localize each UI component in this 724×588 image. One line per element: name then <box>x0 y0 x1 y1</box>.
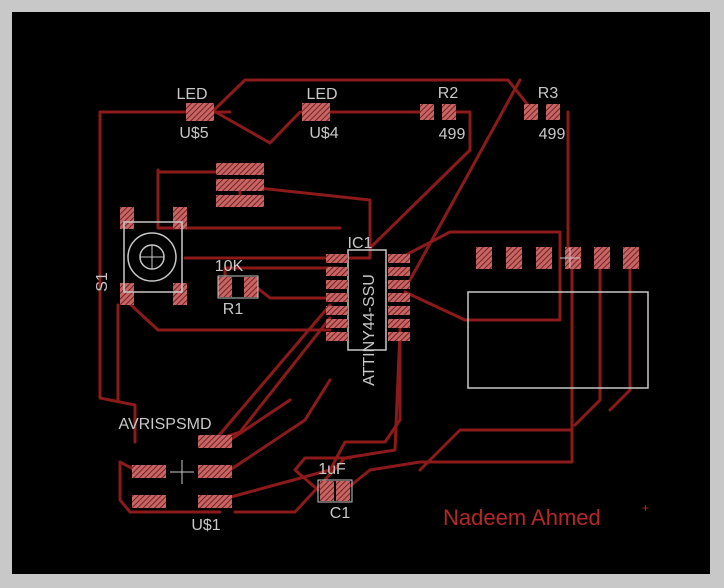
pad <box>594 247 610 269</box>
pad <box>198 495 232 508</box>
pad <box>316 103 330 121</box>
pad <box>476 247 492 269</box>
pad <box>388 267 410 276</box>
pad <box>326 319 348 328</box>
trace <box>213 303 332 442</box>
pad <box>218 277 232 297</box>
cap-ref: C1 <box>330 505 351 522</box>
pad <box>506 247 522 269</box>
switch-body <box>123 221 183 293</box>
r1-value: 10K <box>215 258 244 275</box>
ic-value: ATTINY44-SSU <box>361 274 378 386</box>
pad <box>216 163 264 175</box>
pad <box>420 104 434 120</box>
pad <box>302 103 316 121</box>
led-u5-name: LED <box>176 86 207 103</box>
trace <box>573 256 602 427</box>
trace <box>98 110 137 444</box>
pad <box>442 104 456 120</box>
trace <box>293 456 352 492</box>
pad <box>388 332 410 341</box>
trace <box>403 238 562 322</box>
switch-s1: S1 <box>94 207 187 305</box>
avrisp-name: AVRISPSMD <box>118 416 211 433</box>
pad <box>546 104 560 120</box>
pad <box>326 280 348 289</box>
trace <box>343 256 574 492</box>
trace <box>218 318 402 502</box>
pad <box>524 104 538 120</box>
pad-block <box>216 163 264 207</box>
pad <box>200 103 214 121</box>
pad <box>132 495 166 508</box>
pad <box>388 254 410 263</box>
pad <box>536 247 552 269</box>
trace <box>418 428 574 472</box>
led-u5-ref: U$5 <box>179 125 208 142</box>
pad <box>326 332 348 341</box>
trace <box>210 78 534 114</box>
pad <box>132 465 166 478</box>
resistor-r2: R2 499 <box>420 85 465 143</box>
pad <box>198 465 232 478</box>
pad <box>326 293 348 302</box>
ic-ic1: IC1 ATTINY44-SSU <box>326 235 410 386</box>
trace <box>118 460 222 514</box>
ic-ref: IC1 <box>348 235 373 252</box>
pad <box>623 247 639 269</box>
pad <box>120 207 134 229</box>
pad <box>198 435 232 448</box>
pad <box>216 179 264 191</box>
pad <box>336 481 350 501</box>
signature-text: Nadeem Ahmed <box>443 505 601 530</box>
pad <box>388 319 410 328</box>
r2-ref: R2 <box>438 85 459 102</box>
led-u5: LED U$5 <box>176 86 214 142</box>
pad <box>173 207 187 229</box>
ic-left-pads <box>326 254 348 341</box>
pad <box>320 481 334 501</box>
header-outline <box>467 291 649 389</box>
trace <box>238 184 372 260</box>
switch-knob-outer <box>127 232 177 282</box>
r2-value: 499 <box>439 126 466 143</box>
switch-ref: S1 <box>94 272 111 292</box>
pad <box>388 306 410 315</box>
pad <box>326 254 348 263</box>
r3-value: 499 <box>539 126 566 143</box>
r3-ref: R3 <box>538 85 559 102</box>
pad <box>173 283 187 305</box>
ic-right-pads <box>388 254 410 341</box>
pad <box>186 103 200 121</box>
resistor-r1: 10K R1 <box>215 258 259 318</box>
trace <box>228 378 332 472</box>
led-u4-name: LED <box>306 86 337 103</box>
trace <box>228 398 292 442</box>
cap-value: 1uF <box>318 461 346 478</box>
pad <box>244 277 258 297</box>
resistor-r3: R3 499 <box>524 85 565 143</box>
signature-origin-mark: + <box>642 501 649 515</box>
trace <box>253 284 332 300</box>
trace <box>408 78 522 282</box>
avrisp-header-u1: AVRISPSMD U$1 <box>118 416 232 534</box>
pad <box>326 306 348 315</box>
led-u4: LED U$4 <box>302 86 339 142</box>
pad <box>120 283 134 305</box>
trace <box>608 256 632 412</box>
pad <box>326 267 348 276</box>
avrisp-ref: U$1 <box>191 517 220 534</box>
r1-ref: R1 <box>223 301 244 318</box>
trace <box>156 168 342 230</box>
pad <box>216 195 264 207</box>
trace <box>368 110 472 250</box>
led-u4-ref: U$4 <box>309 125 338 142</box>
header-row <box>467 247 649 389</box>
pad <box>388 293 410 302</box>
capacitor-c1: 1uF C1 <box>317 461 353 522</box>
pad <box>388 280 410 289</box>
